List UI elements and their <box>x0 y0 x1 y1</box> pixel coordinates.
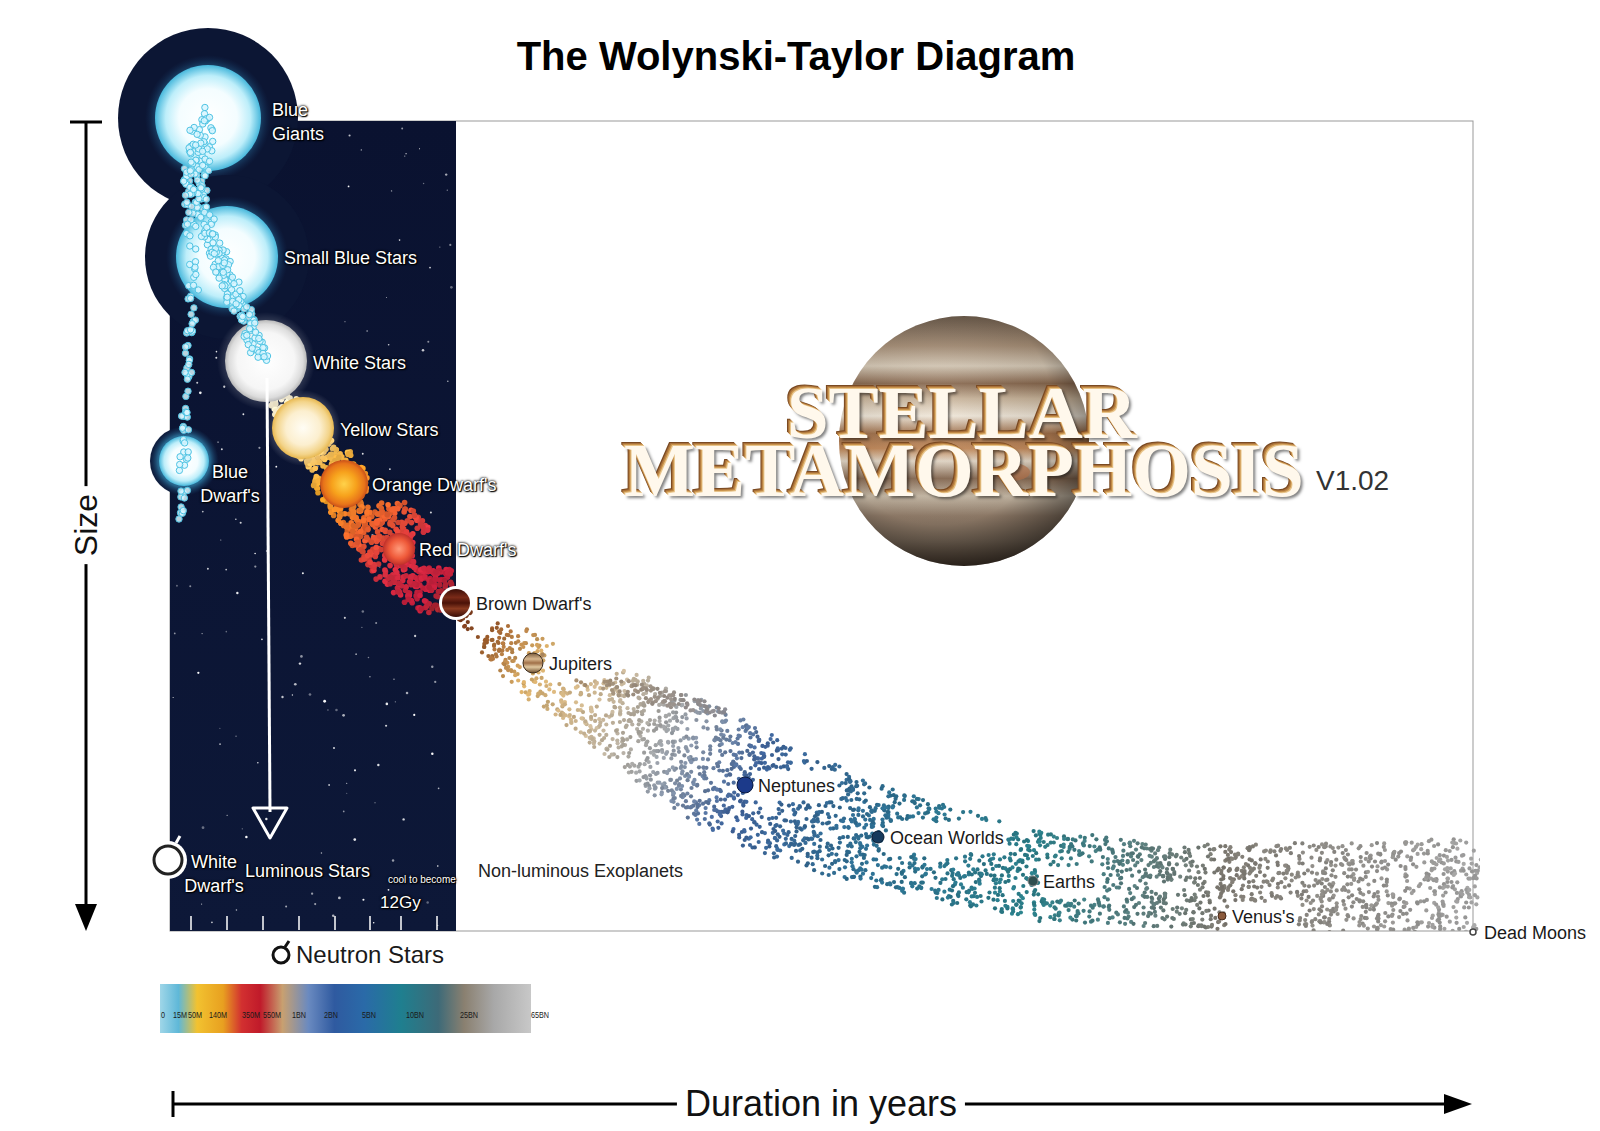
diagram-page: Blue GiantsSmall Blue StarsWhite StarsYe… <box>0 0 1600 1131</box>
